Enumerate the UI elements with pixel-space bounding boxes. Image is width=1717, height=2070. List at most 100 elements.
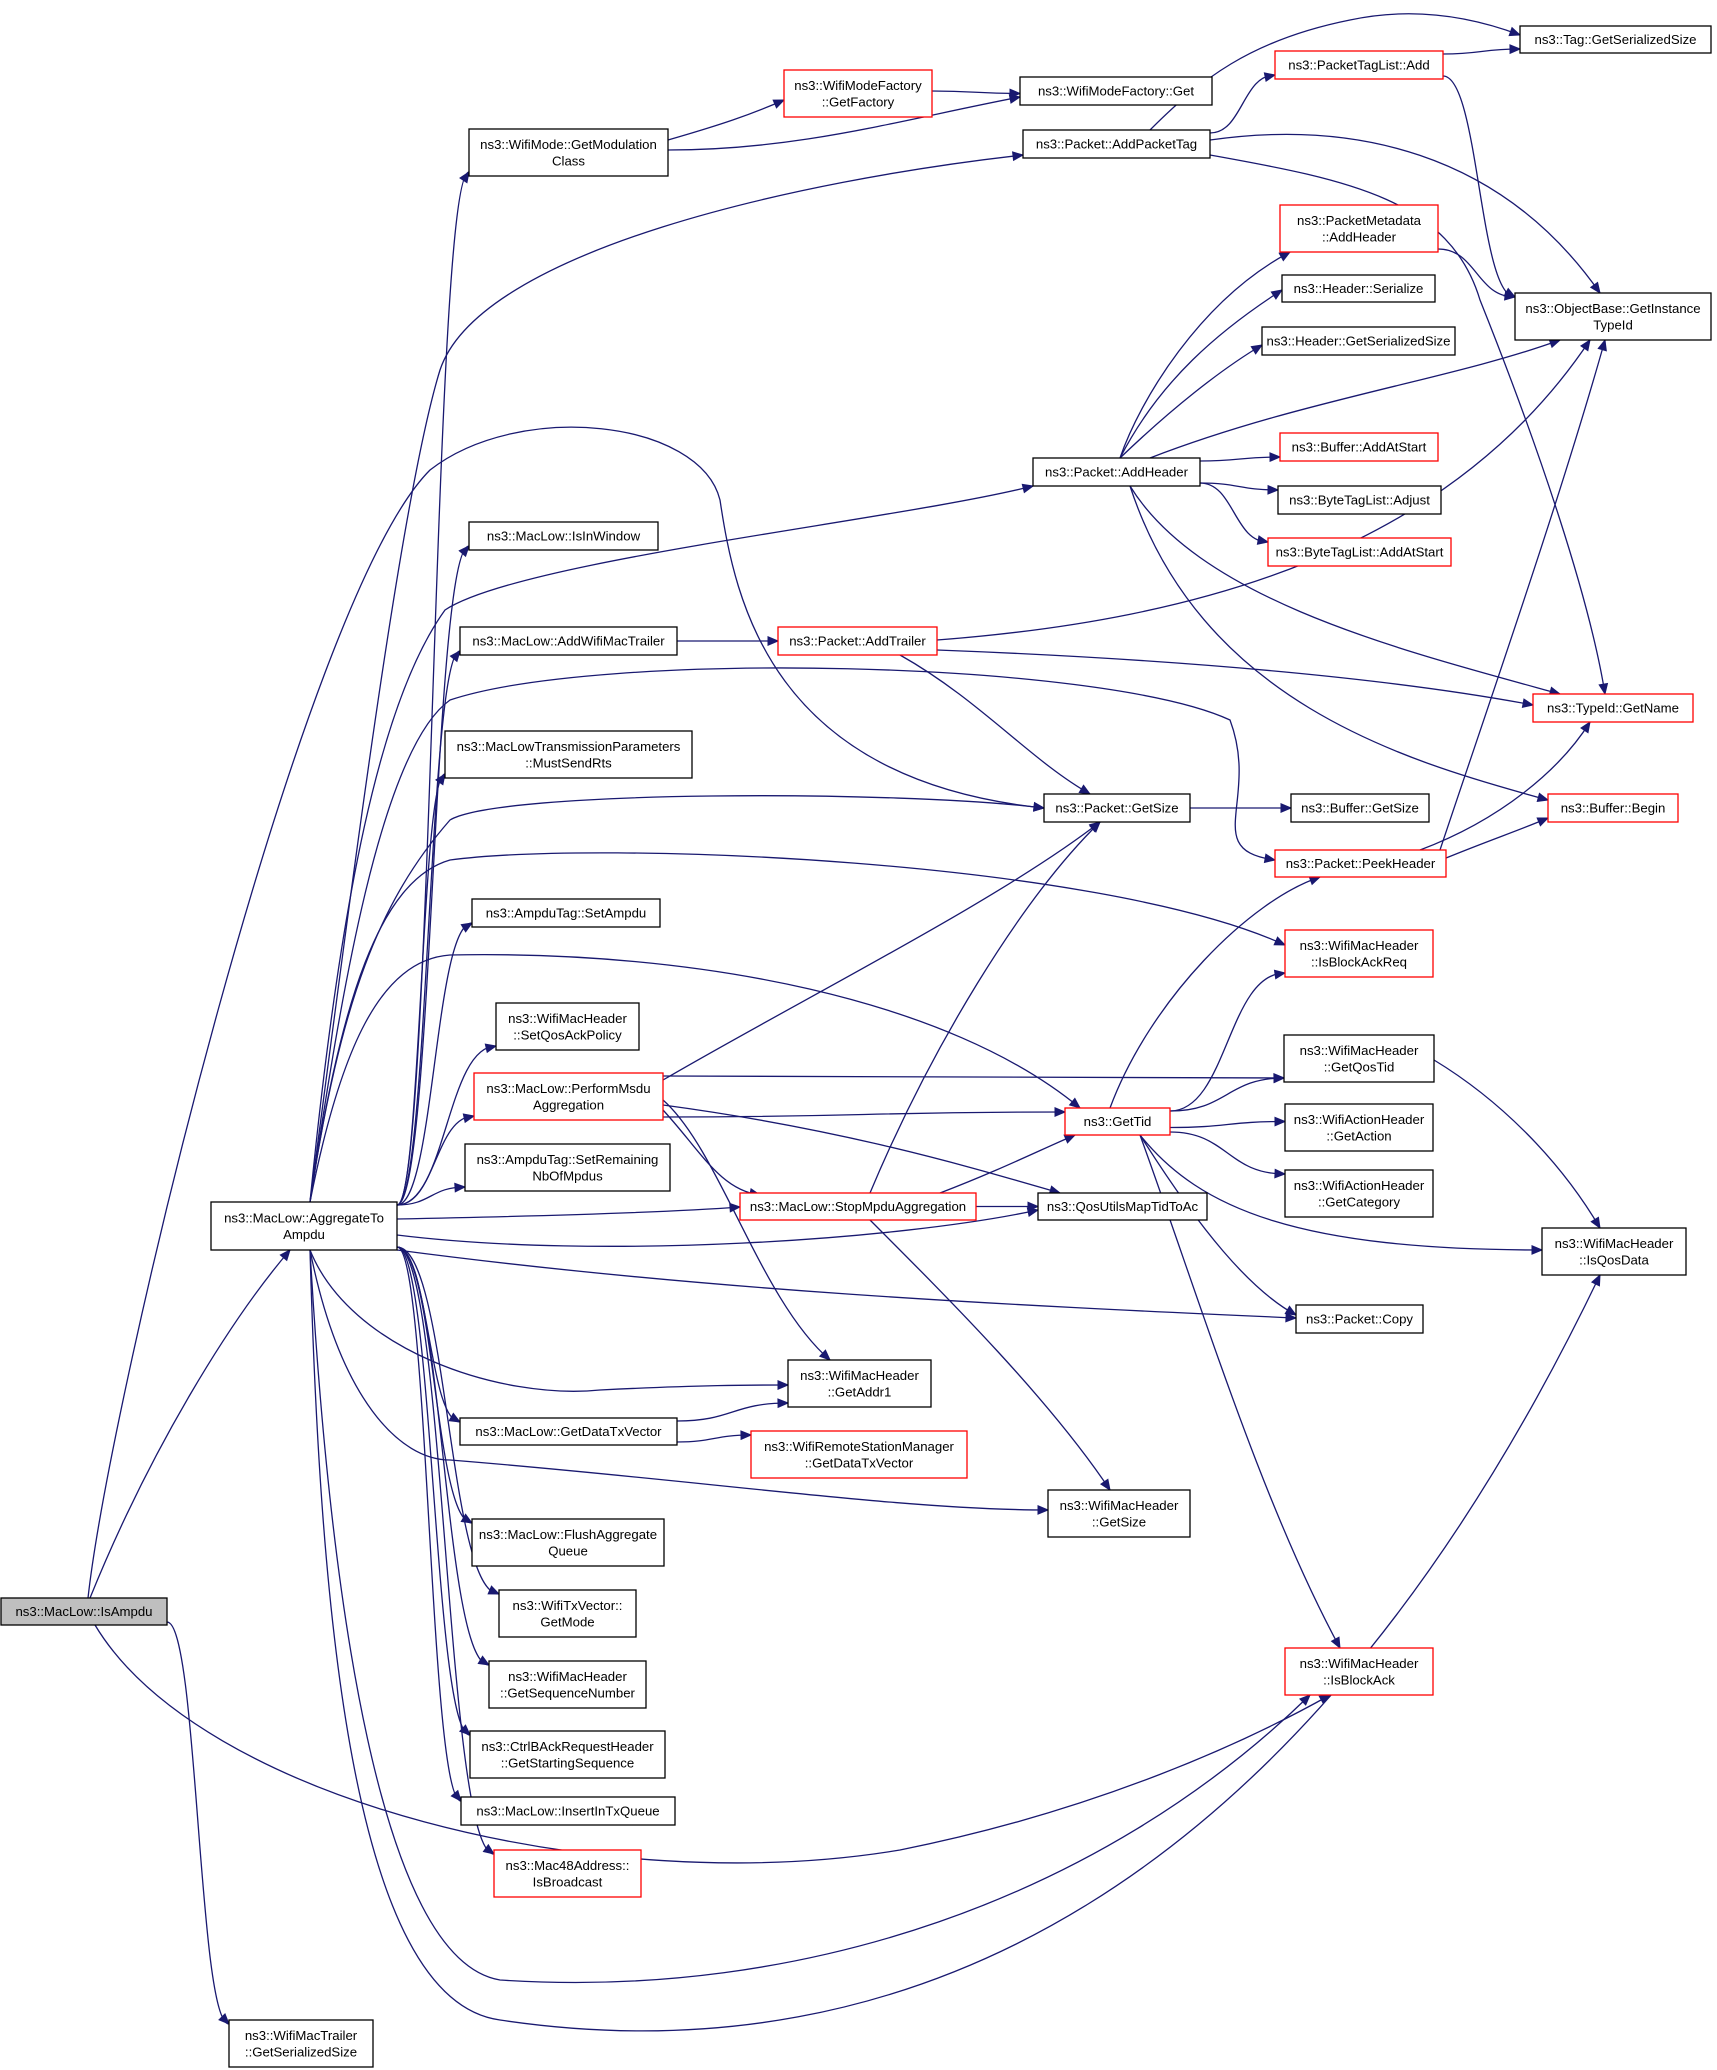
node-label: ns3::MacLow::IsAmpdu [15,1604,152,1619]
node-label: ns3::Packet::PeekHeader [1286,856,1436,871]
node-headerGetSerSize[interactable]: ns3::Header::GetSerializedSize [1261,326,1456,356]
node-getTid[interactable]: ns3::GetTid [1064,1107,1171,1136]
node-addTrailer[interactable]: ns3::Packet::AddTrailer [777,626,938,656]
node-addWifiMacTrailer[interactable]: ns3::MacLow::AddWifiMacTrailer [459,626,678,656]
node-box [1279,204,1439,253]
arrowhead-icon [1531,1245,1544,1255]
node-isInWindow[interactable]: ns3::MacLow::IsInWindow [468,521,659,551]
arrowhead-icon [477,1655,491,1666]
node-box [1279,432,1439,462]
node-stopMpdu[interactable]: ns3::MacLow::StopMpduAggregation [739,1192,977,1221]
node-byteTagAdjust[interactable]: ns3::ByteTagList::Adjust [1277,485,1442,515]
node-box [459,1417,678,1446]
node-setAmpdu[interactable]: ns3::AmpduTag::SetAmpdu [471,898,661,928]
node-box [488,1660,647,1709]
node-label: ns3::WifiMacHeader [1300,1656,1419,1671]
node-box [460,1796,676,1826]
edge-isAmpdu-to-aggregate [89,1249,291,1599]
node-packetGetSize[interactable]: ns3::Packet::GetSize [1043,793,1191,823]
edge-isAmpdu-to-trailerSize [166,1621,230,2025]
node-label: IsBroadcast [533,1874,603,1889]
edge-line [309,852,1286,1203]
node-isAmpdu[interactable]: ns3::MacLow::IsAmpdu [0,1597,168,1626]
node-byteTagAddAtStart[interactable]: ns3::ByteTagList::AddAtStart [1267,537,1452,567]
arrowhead-icon [1263,853,1277,864]
node-box [469,1730,666,1779]
node-box [210,1201,398,1251]
node-addHeader[interactable]: ns3::Packet::AddHeader [1032,457,1201,487]
edge-aggregate-to-getStartSeq [396,1246,471,1736]
node-label: ::GetQosTid [1324,1059,1395,1074]
edge-aggregate-to-peekHeader [309,667,1277,1203]
edge-modeFactoryGetFactory-to-modeFactoryGet [931,88,1022,99]
node-label: ns3::WifiActionHeader [1294,1112,1425,1127]
edge-aggregate-to-mustSendRts [396,772,446,1206]
arrowhead-icon [1032,801,1046,812]
node-label: ns3::Packet::GetSize [1055,801,1178,816]
arrowhead-icon [459,170,470,184]
node-getAddr1[interactable]: ns3::WifiMacHeader::GetAddr1 [787,1359,932,1408]
node-bufferAddAtStart[interactable]: ns3::Buffer::AddAtStart [1279,432,1439,462]
node-macHeaderGetSize[interactable]: ns3::WifiMacHeader::GetSize [1047,1489,1191,1538]
edge-line [1129,485,1561,695]
node-trailerSize[interactable]: ns3::WifiMacTrailer::GetSerializedSize [228,2019,374,2068]
node-typeIdGetName[interactable]: ns3::TypeId::GetName [1532,693,1694,723]
node-box [1284,929,1434,978]
edge-aggregate-to-packetGetSize [309,795,1046,1203]
node-getStartSeq[interactable]: ns3::CtrlBAckRequestHeader::GetStartingS… [469,1730,666,1779]
arrowhead-icon [1100,1478,1111,1492]
arrowhead-icon [1089,821,1101,833]
node-getDataTxVector[interactable]: ns3::MacLow::GetDataTxVector [459,1417,678,1446]
node-peekHeader[interactable]: ns3::Packet::PeekHeader [1274,849,1447,878]
node-box [1541,1227,1687,1276]
node-metadataAddHeader[interactable]: ns3::PacketMetadata::AddHeader [1279,204,1439,253]
node-tagListAdd[interactable]: ns3::PacketTagList::Add [1274,50,1444,80]
edge-line [676,1434,752,1443]
edge-aggregate-to-packetCopy [396,1249,1298,1323]
node-bufferBegin[interactable]: ns3::Buffer::Begin [1547,793,1679,823]
node-setQosAckPolicy[interactable]: ns3::WifiMacHeader::SetQosAckPolicy [495,1002,640,1051]
node-isBroadcast[interactable]: ns3::Mac48Address::IsBroadcast [493,1849,642,1898]
edge-line [869,821,1101,1194]
node-bufferGetSize[interactable]: ns3::Buffer::GetSize [1290,793,1430,823]
node-rsmGetDataTxVector[interactable]: ns3::WifiRemoteStationManager::GetDataTx… [750,1430,968,1479]
node-isQosData[interactable]: ns3::WifiMacHeader::IsQosData [1541,1227,1687,1276]
edge-line [1199,482,1279,491]
node-label: ns3::Packet::AddTrailer [789,634,926,649]
edge-line [1139,1134,1297,1316]
node-label: ns3::Buffer::AddAtStart [1292,440,1427,455]
arrowhead-icon [1308,875,1322,886]
edge-tagListAdd-to-getInstanceTypeId [1442,75,1517,298]
node-getSeqNum[interactable]: ns3::WifiMacHeader::GetSequenceNumber [488,1660,647,1709]
function-nodes: ns3::MacLow::IsAmpdu ns3::MacLow::Aggrega… [0,25,1712,2068]
node-isBlockAckReq[interactable]: ns3::WifiMacHeader::IsBlockAckReq [1284,929,1434,978]
node-packetCopy[interactable]: ns3::Packet::Copy [1295,1304,1424,1334]
node-getMode[interactable]: ns3::WifiTxVector::GetMode [498,1589,637,1638]
node-box [1295,1304,1424,1334]
edge-line [309,485,1034,1203]
node-isBlockAck[interactable]: ns3::WifiMacHeader::IsBlockAck [1284,1647,1434,1696]
node-modeFactoryGetFactory[interactable]: ns3::WifiModeFactory::GetFactory [783,69,933,118]
node-qosMapTid[interactable]: ns3::QosUtilsMapTidToAc [1037,1192,1208,1221]
node-box [459,626,678,656]
node-getCategory[interactable]: ns3::WifiActionHeader::GetCategory [1284,1169,1434,1218]
node-mustSendRts[interactable]: ns3::MacLowTransmissionParameters::MustS… [444,730,693,779]
node-addPacketTag[interactable]: ns3::Packet::AddPacketTag [1022,129,1211,159]
edge-aggregate-to-getTid [309,954,1082,1203]
node-headerSerialize[interactable]: ns3::Header::Serialize [1281,274,1436,303]
node-modeFactoryGet[interactable]: ns3::WifiModeFactory::Get [1019,76,1213,106]
edge-getTid-to-packetCopy [1139,1134,1298,1316]
node-getQosTid[interactable]: ns3::WifiMacHeader::GetQosTid [1283,1034,1435,1083]
node-tagGetSerSize[interactable]: ns3::Tag::GetSerializedSize [1519,25,1712,54]
edge-aggregate-to-getSeqNum [396,1246,491,1666]
node-insertInTxQueue[interactable]: ns3::MacLow::InsertInTxQueue [460,1796,676,1826]
node-getAction[interactable]: ns3::WifiActionHeader::GetAction [1284,1103,1434,1152]
node-box [739,1192,977,1221]
edge-line [1129,485,1549,801]
